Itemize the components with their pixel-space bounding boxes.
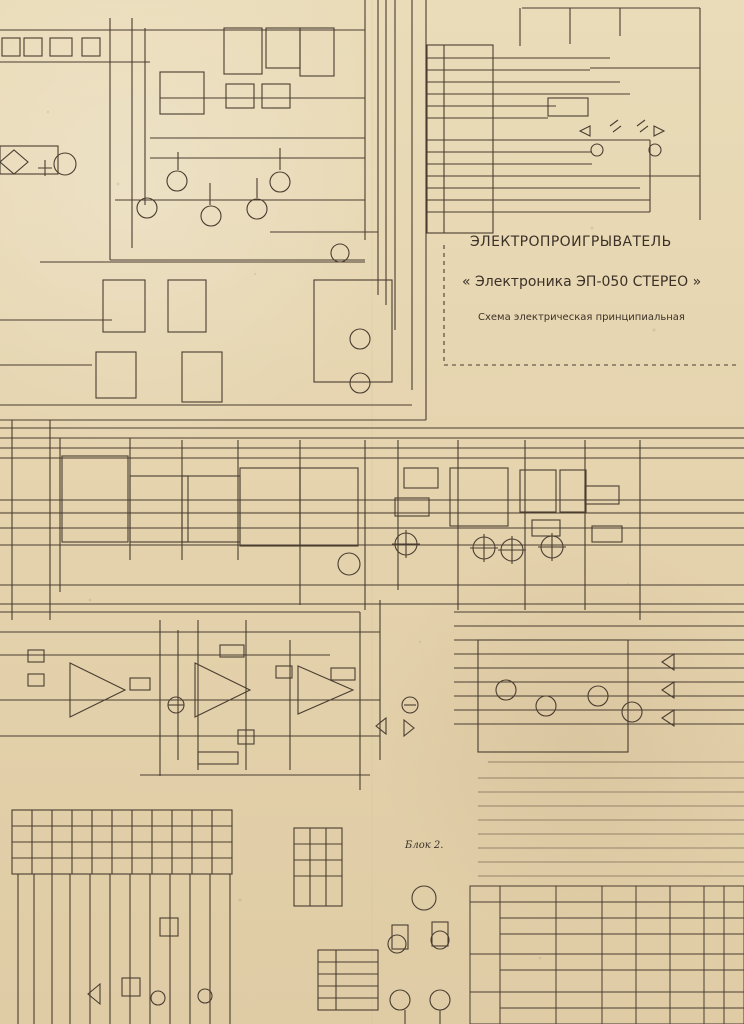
page-subtitle: « Электроника ЭП-050 СТЕРЕО »: [462, 274, 702, 290]
lower-left-analog-circuit: [0, 600, 419, 790]
bottom-terminal-blocks: [11, 809, 379, 1024]
lower-right-indicator-circuit: [454, 611, 744, 753]
paper-speckles: [46, 110, 656, 960]
upper-left-circuit: [0, 0, 427, 421]
middle-circuit: [0, 420, 744, 620]
page-title: ЭЛЕКТРОПРОИГРЫВАТЕЛЬ: [470, 234, 672, 250]
page-description: Схема электрическая принципиальная: [478, 312, 685, 323]
component-table: [469, 885, 744, 1024]
bottom-components: [387, 885, 451, 1024]
notes-area: [478, 761, 744, 877]
upper-right-connector-area: [426, 7, 740, 366]
block-2-label: Блок 2.: [405, 840, 444, 851]
